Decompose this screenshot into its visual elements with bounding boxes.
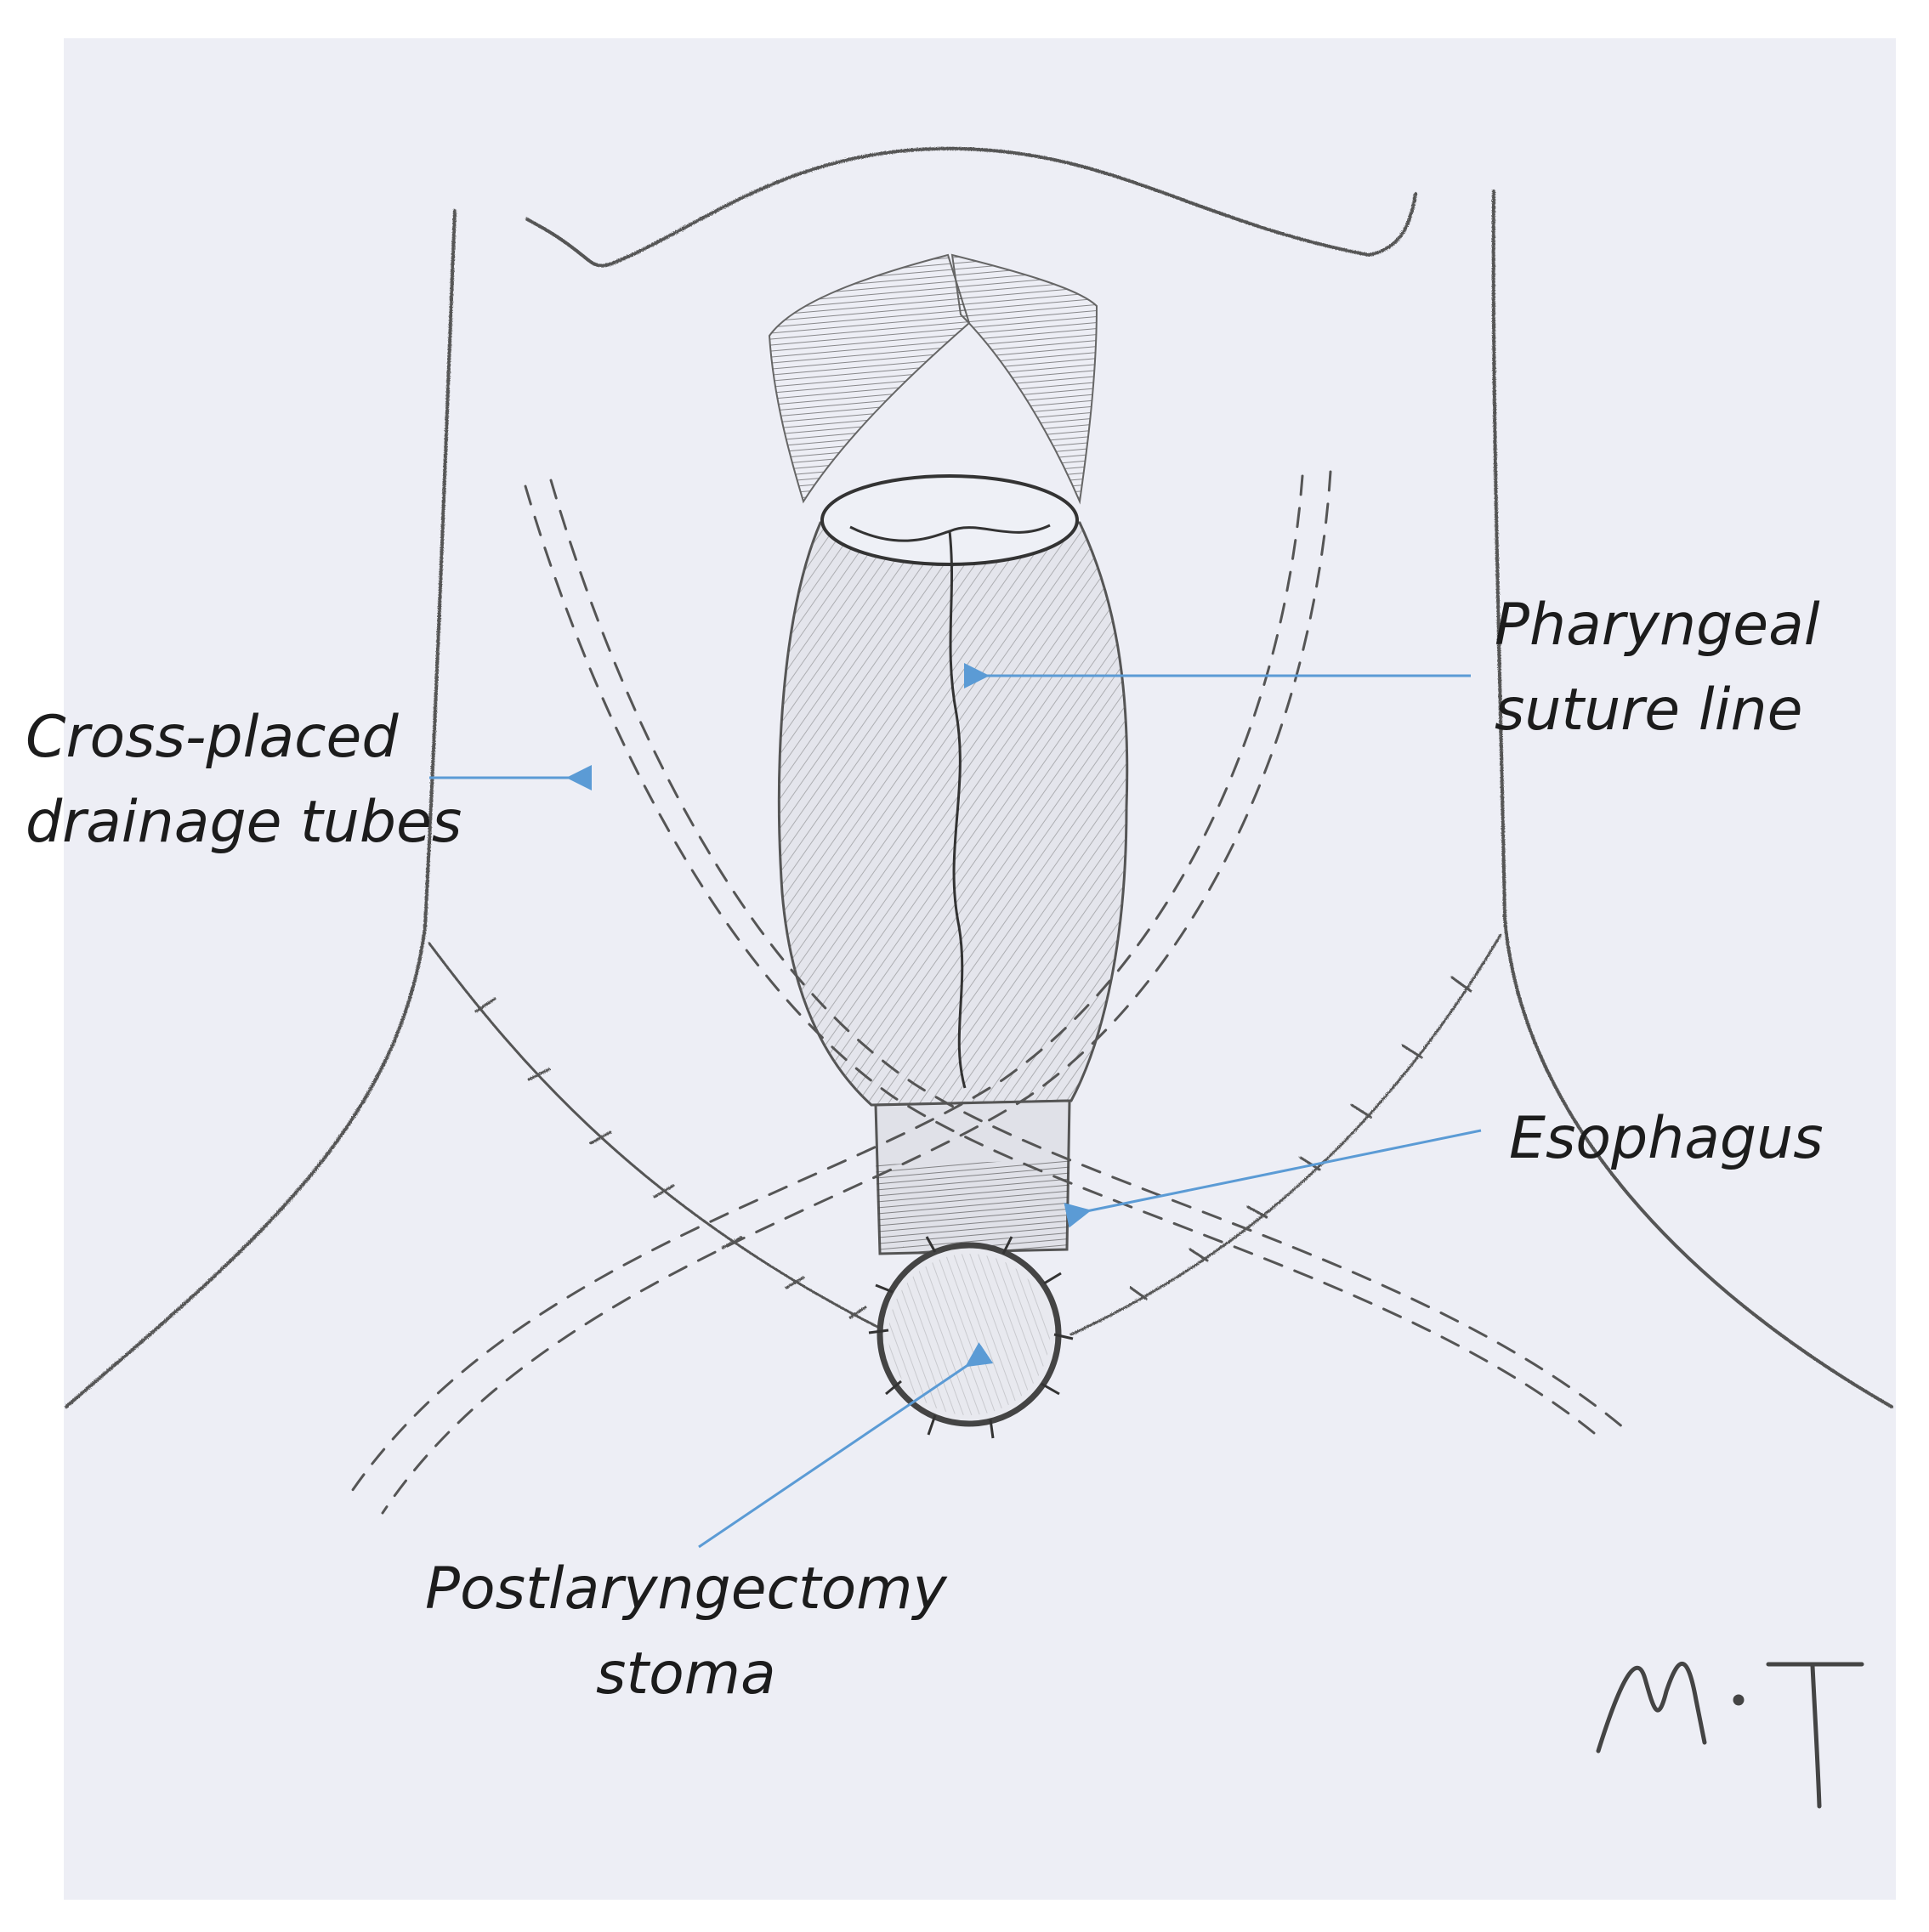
label-drainage-tubes: Cross-placed drainage tubes	[26, 695, 462, 865]
sutures-right	[1129, 976, 1472, 1300]
label-esophagus: Esophagus	[1509, 1105, 1824, 1172]
suprahyoid-muscles	[768, 253, 1098, 505]
chin-outline	[525, 146, 1417, 268]
neck-right-contour	[1491, 190, 1893, 1408]
label-pharyngeal-suture-line: Pharyngeal suture line	[1495, 583, 1820, 753]
pharyngeal-suture-line	[948, 530, 967, 1089]
label-stoma: Postlaryngectomy stoma	[425, 1547, 947, 1717]
sutures-left	[474, 997, 867, 1319]
annotation-arrows	[429, 663, 1482, 1549]
label-drainage-tubes-line1: Cross-placed	[26, 704, 399, 771]
esophagus	[874, 1099, 1071, 1255]
stoma	[868, 1236, 1074, 1439]
label-stoma-line2: stoma	[596, 1640, 776, 1708]
incision-left	[428, 942, 911, 1345]
incision-right	[1069, 933, 1502, 1336]
label-pharyngeal-line2: suture line	[1495, 677, 1803, 744]
arrow-esophagus	[1064, 1129, 1482, 1228]
arrow-stoma	[698, 1342, 994, 1549]
drainage-tubes	[347, 470, 1625, 1515]
pharynx	[777, 474, 1129, 1107]
artist-signature	[1596, 1661, 1864, 1809]
label-drainage-tubes-line2: drainage tubes	[26, 789, 462, 856]
label-stoma-line1: Postlaryngectomy	[425, 1555, 947, 1623]
label-pharyngeal-line1: Pharyngeal	[1495, 592, 1820, 659]
neck-left-contour	[65, 209, 457, 1408]
